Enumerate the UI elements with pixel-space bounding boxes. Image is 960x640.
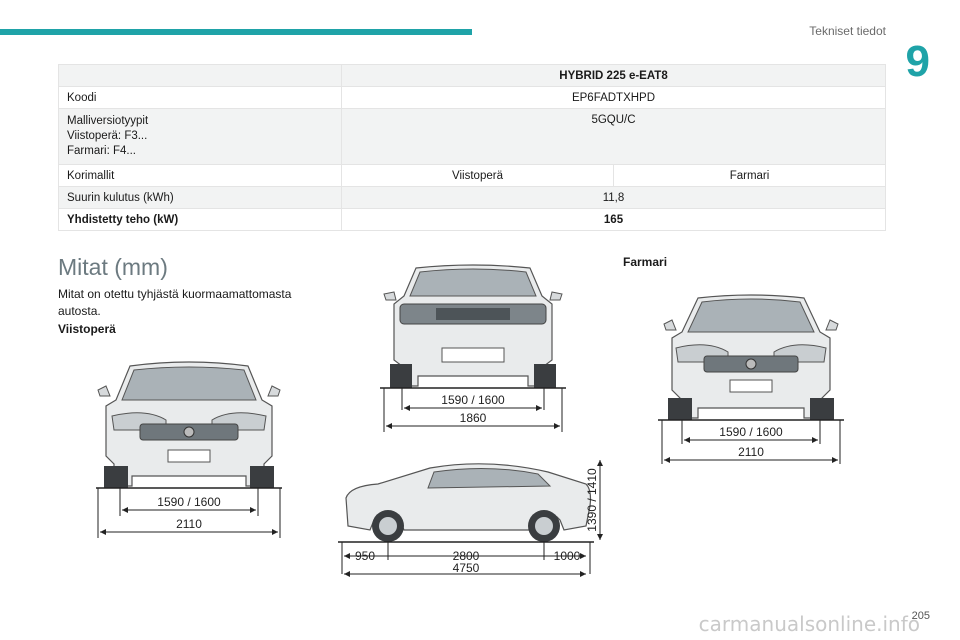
width-label: 2110 bbox=[738, 445, 764, 459]
dimensions-heading: Mitat (mm) bbox=[58, 254, 168, 280]
row-label: Koodi bbox=[58, 86, 342, 109]
row-value: Farmari bbox=[613, 164, 886, 187]
side-view-figure: 1390 / 1410 950 2800 1000 4750 bbox=[338, 460, 603, 577]
row-value: 165 bbox=[341, 208, 886, 231]
car-side-drawing bbox=[345, 463, 592, 542]
length-label: 4750 bbox=[453, 561, 480, 575]
chapter-number: 9 bbox=[905, 37, 930, 86]
spec-table: HYBRID 225 e-EAT8 Koodi EP6FADTXHPD Mall… bbox=[58, 64, 886, 231]
width-label: 1860 bbox=[460, 411, 487, 425]
table-row: HYBRID 225 e-EAT8 bbox=[58, 64, 886, 87]
row-label: Yhdistetty teho (kW) bbox=[58, 208, 342, 231]
sw-front-figure: 1590 / 1600 2110 bbox=[658, 294, 844, 464]
engine-header: HYBRID 225 e-EAT8 bbox=[341, 64, 886, 87]
front-overhang-label: 950 bbox=[355, 549, 375, 563]
rear-view-figure: 1590 / 1600 1860 bbox=[380, 264, 566, 432]
table-row: Koodi EP6FADTXHPD bbox=[58, 86, 886, 109]
height-label: 1390 / 1410 bbox=[585, 468, 599, 532]
track-label: 1590 / 1600 bbox=[441, 393, 505, 407]
row-value: 5GQU/C bbox=[341, 108, 886, 165]
row-label: Malliversiotyypit Viistoperä: F3... Farm… bbox=[58, 108, 342, 165]
row-label: Suurin kulutus (kWh) bbox=[58, 186, 342, 209]
page-number: 205 bbox=[911, 610, 930, 622]
car-front-drawing bbox=[663, 294, 839, 420]
width-label: 2110 bbox=[176, 517, 202, 531]
fastback-label: Viistoperä bbox=[58, 322, 116, 336]
rear-overhang-label: 1000 bbox=[554, 549, 581, 563]
car-front-drawing bbox=[97, 361, 281, 488]
dimensions-intro: Mitat on otettu tyhjästä kuormaamattomas… bbox=[58, 287, 292, 318]
fastback-front-figure: 1590 / 1600 2110 bbox=[96, 361, 282, 538]
row-value: 11,8 bbox=[341, 186, 886, 209]
car-rear-drawing bbox=[383, 264, 563, 388]
section-title: Tekniset tiedot bbox=[809, 24, 886, 38]
wheelbase-label: 2800 bbox=[453, 549, 480, 563]
header-accent-bar bbox=[0, 29, 472, 35]
sw-label: Farmari bbox=[623, 255, 668, 269]
table-row: Suurin kulutus (kWh) 11,8 bbox=[58, 186, 886, 209]
table-row: Yhdistetty teho (kW) 165 bbox=[58, 208, 886, 231]
track-label: 1590 / 1600 bbox=[157, 495, 221, 509]
row-label: Korimallit bbox=[58, 164, 342, 187]
table-row: Korimallit Viistoperä Farmari bbox=[58, 164, 886, 187]
table-row: Malliversiotyypit Viistoperä: F3... Farm… bbox=[58, 108, 886, 165]
track-label: 1590 / 1600 bbox=[719, 425, 783, 439]
row-value: Viistoperä bbox=[341, 164, 614, 187]
row-value: EP6FADTXHPD bbox=[341, 86, 886, 109]
footer-watermark: carmanualsonline.info bbox=[698, 612, 920, 636]
